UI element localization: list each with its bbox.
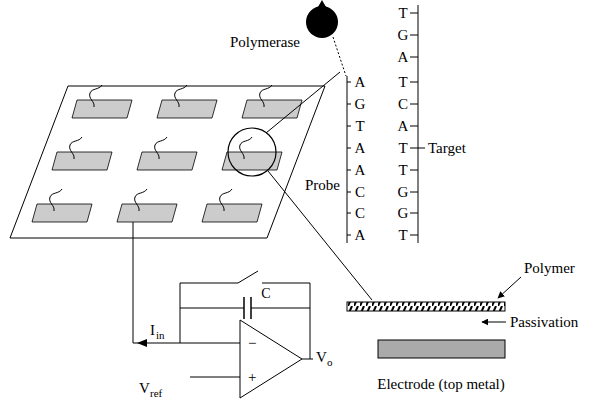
electrode-pad xyxy=(242,100,302,118)
electrode-pad xyxy=(222,152,282,170)
base-letter: C xyxy=(398,97,408,112)
leader-line xyxy=(418,148,425,149)
zoom-circle xyxy=(228,128,276,176)
target-backbone xyxy=(418,5,419,243)
part-label: Polymer xyxy=(524,261,575,276)
base-tick xyxy=(410,213,418,214)
base-letter: T xyxy=(355,119,364,134)
base-letter: A xyxy=(355,75,366,90)
current-arrow xyxy=(137,339,147,347)
base-letter: A xyxy=(398,50,409,65)
electrode-pad xyxy=(157,100,217,118)
polymer-layer xyxy=(347,302,505,311)
capacitor-wire xyxy=(180,308,244,309)
electrode-pad xyxy=(72,100,132,118)
signal-subscript: ref xyxy=(150,388,162,399)
base-tick xyxy=(410,57,418,58)
base-letter: A xyxy=(355,228,366,243)
probe-backbone xyxy=(347,76,348,243)
base-tick xyxy=(410,170,418,171)
signal-name: V xyxy=(316,350,327,365)
base-letter: G xyxy=(398,206,409,221)
dna-strand xyxy=(135,189,147,211)
electrode-pad xyxy=(117,204,177,222)
reference-wire xyxy=(190,377,240,378)
base-letter: A xyxy=(355,163,366,178)
direction-arrow xyxy=(318,0,326,7)
output-wire xyxy=(302,359,313,360)
polymerase-symbol xyxy=(306,6,338,38)
pin-sign: − xyxy=(248,336,256,351)
dna-strand xyxy=(155,137,167,159)
base-tick xyxy=(347,170,351,171)
base-tick xyxy=(347,82,351,83)
base-tick xyxy=(410,82,418,83)
base-letter: G xyxy=(398,28,409,43)
base-letter: T xyxy=(398,75,407,90)
part-label: Probe xyxy=(305,178,340,193)
base-tick xyxy=(410,104,418,105)
component-label: C xyxy=(261,287,270,301)
feedback-wire xyxy=(180,283,238,343)
capacitor-symbol xyxy=(243,297,245,319)
dna-strand xyxy=(175,85,187,107)
base-letter: T xyxy=(398,163,407,178)
base-letter: C xyxy=(355,206,365,221)
base-tick xyxy=(347,148,351,149)
zoom-line xyxy=(266,72,340,133)
electrode-pad xyxy=(32,204,92,222)
base-ticks xyxy=(347,13,418,235)
pin-sign: + xyxy=(248,370,256,385)
leader-arrow xyxy=(482,322,506,323)
base-tick xyxy=(410,192,418,193)
capacitor-wire xyxy=(251,308,310,309)
part-label: Electrode (top metal) xyxy=(377,377,504,392)
base-letter: T xyxy=(398,6,407,21)
electrode-pad xyxy=(52,152,112,170)
leader-arrow xyxy=(498,277,521,298)
signal-name: I xyxy=(150,323,155,338)
base-letter: C xyxy=(355,185,365,200)
zoom-line xyxy=(268,171,372,300)
chip-plane xyxy=(10,86,325,238)
base-letter: A xyxy=(355,141,366,156)
base-tick xyxy=(410,148,418,149)
switch-symbol xyxy=(238,271,258,283)
dna-strand xyxy=(70,137,82,159)
electrode-pad xyxy=(137,152,197,170)
electrode-pad xyxy=(202,204,262,222)
base-tick xyxy=(347,192,351,193)
base-letter: T xyxy=(398,141,407,156)
part-label: Polymerase xyxy=(230,35,300,50)
base-letter: A xyxy=(398,119,409,134)
base-tick xyxy=(410,35,418,36)
part-label: Target xyxy=(428,141,466,156)
base-letter: G xyxy=(355,97,366,112)
signal-name: V xyxy=(139,381,150,396)
opamp-symbol xyxy=(240,320,302,398)
signal-subscript: in xyxy=(156,330,165,341)
electrode-array xyxy=(32,85,302,222)
dna-strand xyxy=(220,189,232,211)
input-wire xyxy=(133,222,240,343)
dna-strand xyxy=(50,189,62,211)
dna-strand xyxy=(260,85,272,107)
base-tick xyxy=(347,126,351,127)
dna-strand xyxy=(90,85,102,107)
base-tick xyxy=(347,235,351,236)
base-tick xyxy=(410,235,418,236)
base-tick xyxy=(347,213,351,214)
base-letter: G xyxy=(398,185,409,200)
part-label: Passivation xyxy=(510,315,578,330)
electrode-plate xyxy=(378,340,505,358)
base-tick xyxy=(410,126,418,127)
dotted-link xyxy=(333,37,346,76)
base-tick xyxy=(347,104,351,105)
dna-strand xyxy=(240,137,252,159)
signal-subscript: o xyxy=(327,357,333,368)
base-tick xyxy=(410,13,418,14)
base-letter: T xyxy=(398,228,407,243)
